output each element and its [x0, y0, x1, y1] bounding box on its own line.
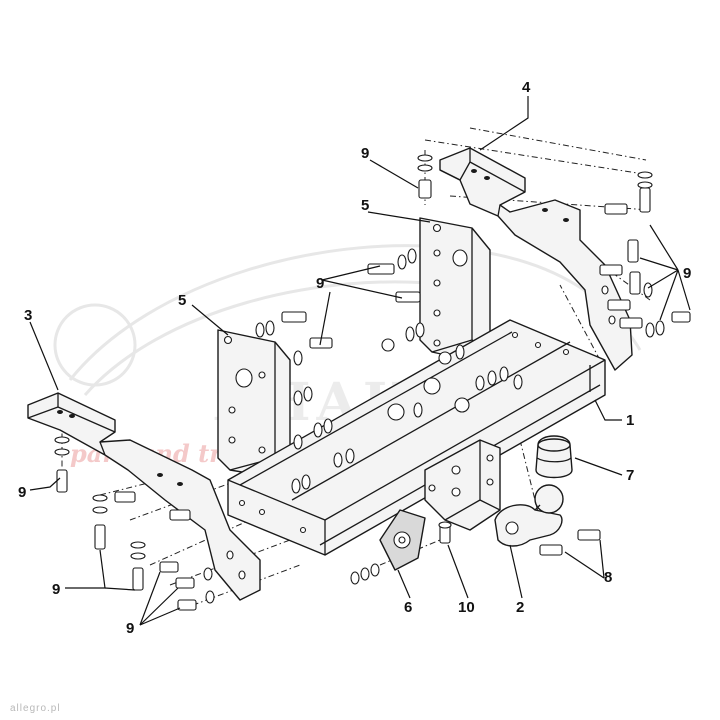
callout-5-upper: 5 — [361, 197, 369, 214]
image-credit: allegro.pl — [10, 703, 61, 714]
socket-plate — [379, 509, 426, 571]
callout-9-left: 9 — [18, 484, 26, 501]
callout-6: 6 — [404, 599, 412, 616]
callout-8: 8 — [604, 569, 612, 586]
callout-4: 4 — [522, 79, 531, 96]
towball-mount-plate — [424, 439, 501, 531]
callout-9-lower-left: 9 — [52, 581, 60, 598]
right-top-bracket — [439, 147, 633, 371]
callout-9-top: 9 — [361, 145, 369, 162]
small-bolt-10 — [438, 521, 452, 544]
callout-3: 3 — [24, 307, 32, 324]
callout-5-lower: 5 — [178, 292, 186, 309]
callout-2: 2 — [516, 599, 524, 616]
callout-labels: 4 9 5 9 5 3 9 1 7 9 9 9 6 10 2 8 — [18, 79, 691, 637]
towball — [494, 484, 564, 547]
callout-9-bottom: 9 — [126, 620, 134, 637]
callout-7: 7 — [626, 467, 634, 484]
callout-9-center: 9 — [316, 275, 324, 292]
leader-lines — [29, 96, 691, 626]
callout-1: 1 — [626, 412, 634, 429]
callout-9-right: 9 — [683, 265, 691, 282]
upper-mounting-plate — [419, 217, 491, 363]
fasteners — [54, 154, 691, 611]
left-bracket — [27, 392, 261, 601]
callout-10: 10 — [458, 599, 475, 616]
ball-cap — [535, 435, 573, 479]
